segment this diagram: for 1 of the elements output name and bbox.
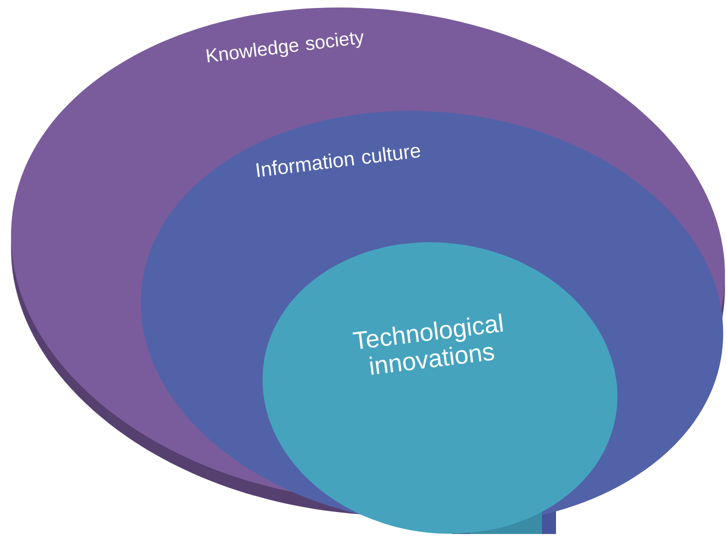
ellipse-region: Technological innovations — [262, 242, 618, 534]
